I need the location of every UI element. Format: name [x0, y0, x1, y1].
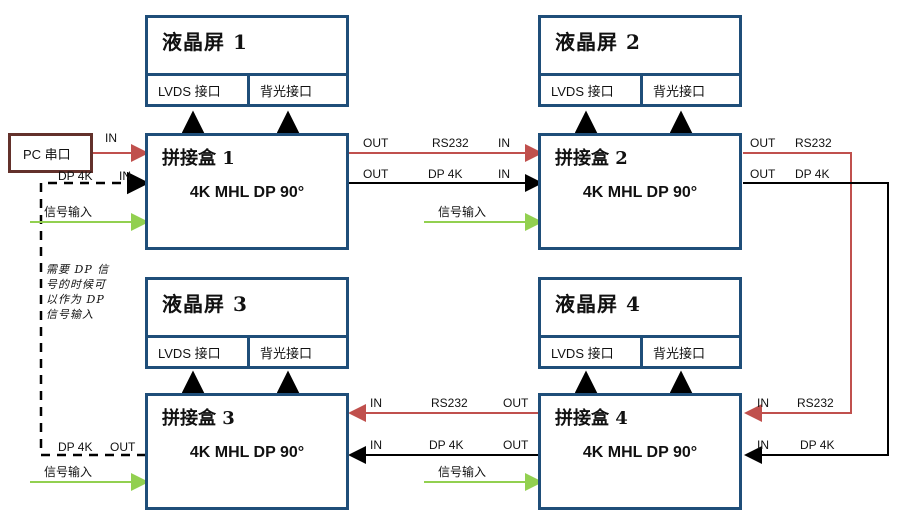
lcd-panel-3[interactable]: 液晶屏 3 LVDS 接口 背光接口: [145, 277, 349, 369]
label-box4-dp-name: DP 4K: [800, 438, 835, 452]
label-box3-rs232-in: IN: [370, 396, 382, 410]
splice-box-2-spec: 4K MHL DP 90°: [582, 184, 698, 201]
lcd-panel-1-backlight-port: 背光接口: [247, 76, 346, 104]
label-signal-in-box1: 信号输入: [44, 205, 93, 219]
label-box2-rs232-in: IN: [498, 136, 510, 150]
splice-box-2-name: 拼接盒 2: [555, 148, 628, 169]
label-box3-dp-out: OUT: [110, 440, 136, 454]
label-box2-dp-out: OUT: [750, 167, 776, 181]
label-box3-dp-in: IN: [370, 438, 382, 452]
lcd-panel-2-backlight-port: 背光接口: [640, 76, 739, 104]
label-box3-dp-out-name: DP 4K: [58, 440, 93, 454]
label-box4-rs232-out: OUT: [503, 396, 529, 410]
label-box1-dp-out: OUT: [363, 167, 389, 181]
label-box4-dp-in: IN: [757, 438, 769, 452]
label-box1-dp-in-name: DP 4K: [58, 169, 93, 183]
lcd-panel-4[interactable]: 液晶屏 4 LVDS 接口 背光接口: [538, 277, 742, 369]
lcd-panel-2-lvds-port: LVDS 接口: [551, 83, 614, 99]
splice-box-4-name: 拼接盒 4: [555, 408, 628, 429]
lcd-panel-2-title: 液晶屏 2: [555, 30, 641, 54]
lcd-panel-3-title: 液晶屏 3: [162, 292, 248, 316]
dp-signal-note: 需要 DP 信号的时候可以作为 DP 信号输入: [46, 263, 110, 321]
label-box2-dp-in: IN: [498, 167, 510, 181]
label-box1-rs232-out: OUT: [363, 136, 389, 150]
label-box1-box2-dp: DP 4K: [428, 167, 463, 181]
splice-box-1[interactable]: 拼接盒 1 4K MHL DP 90°: [145, 133, 349, 250]
label-box2-dp-name: DP 4K: [795, 167, 830, 181]
lcd-panel-4-backlight-port: 背光接口: [640, 338, 739, 366]
splice-box-4-spec: 4K MHL DP 90°: [582, 444, 698, 461]
lcd-panel-4-lvds-port: LVDS 接口: [551, 345, 614, 361]
label-box3-box4-rs232: RS232: [431, 396, 468, 410]
splice-box-3-spec: 4K MHL DP 90°: [189, 444, 305, 461]
label-signal-in-box3: 信号输入: [44, 465, 93, 479]
lcd-panel-2-ports: LVDS 接口 背光接口: [541, 73, 739, 104]
wire-box2-to-box4-dp: [743, 182, 889, 464]
label-pc-in: IN: [105, 131, 117, 145]
lcd-panel-1-ports: LVDS 接口 背光接口: [148, 73, 346, 104]
lcd-panel-1[interactable]: 液晶屏 1 LVDS 接口 背光接口: [145, 15, 349, 107]
label-box4-rs232-name: RS232: [797, 396, 834, 410]
label-box4-rs232-in: IN: [757, 396, 769, 410]
lcd-panel-4-title: 液晶屏 4: [555, 292, 641, 316]
label-box2-rs232-name: RS232: [795, 136, 832, 150]
pc-serial-box[interactable]: PC 串口: [8, 133, 93, 173]
splice-box-1-name: 拼接盒 1: [162, 148, 235, 169]
label-box1-dp-in: IN: [119, 169, 131, 183]
label-box3-box4-dp: DP 4K: [429, 438, 464, 452]
splice-box-2[interactable]: 拼接盒 2 4K MHL DP 90°: [538, 133, 742, 250]
lcd-panel-3-backlight-port: 背光接口: [247, 338, 346, 366]
lcd-panel-3-ports: LVDS 接口 背光接口: [148, 335, 346, 366]
lcd-panel-4-ports: LVDS 接口 背光接口: [541, 335, 739, 366]
lcd-panel-2[interactable]: 液晶屏 2 LVDS 接口 背光接口: [538, 15, 742, 107]
label-signal-in-box2: 信号输入: [438, 205, 487, 219]
splice-box-4[interactable]: 拼接盒 4 4K MHL DP 90°: [538, 393, 742, 510]
lcd-panel-1-title: 液晶屏 1: [162, 30, 248, 54]
label-box1-box2-rs232: RS232: [432, 136, 469, 150]
lcd-panel-3-lvds-port: LVDS 接口: [158, 345, 221, 361]
label-box2-rs232-out: OUT: [750, 136, 776, 150]
lcd-panel-1-lvds-port: LVDS 接口: [158, 83, 221, 99]
pc-serial-label: PC 串口: [23, 146, 71, 162]
label-box4-dp-out: OUT: [503, 438, 529, 452]
splice-box-1-spec: 4K MHL DP 90°: [189, 184, 305, 201]
splice-box-3-name: 拼接盒 3: [162, 408, 235, 429]
label-signal-in-box4: 信号输入: [438, 465, 487, 479]
wire-box2-to-box4-rs232: [743, 152, 852, 422]
splice-box-3[interactable]: 拼接盒 3 4K MHL DP 90°: [145, 393, 349, 510]
